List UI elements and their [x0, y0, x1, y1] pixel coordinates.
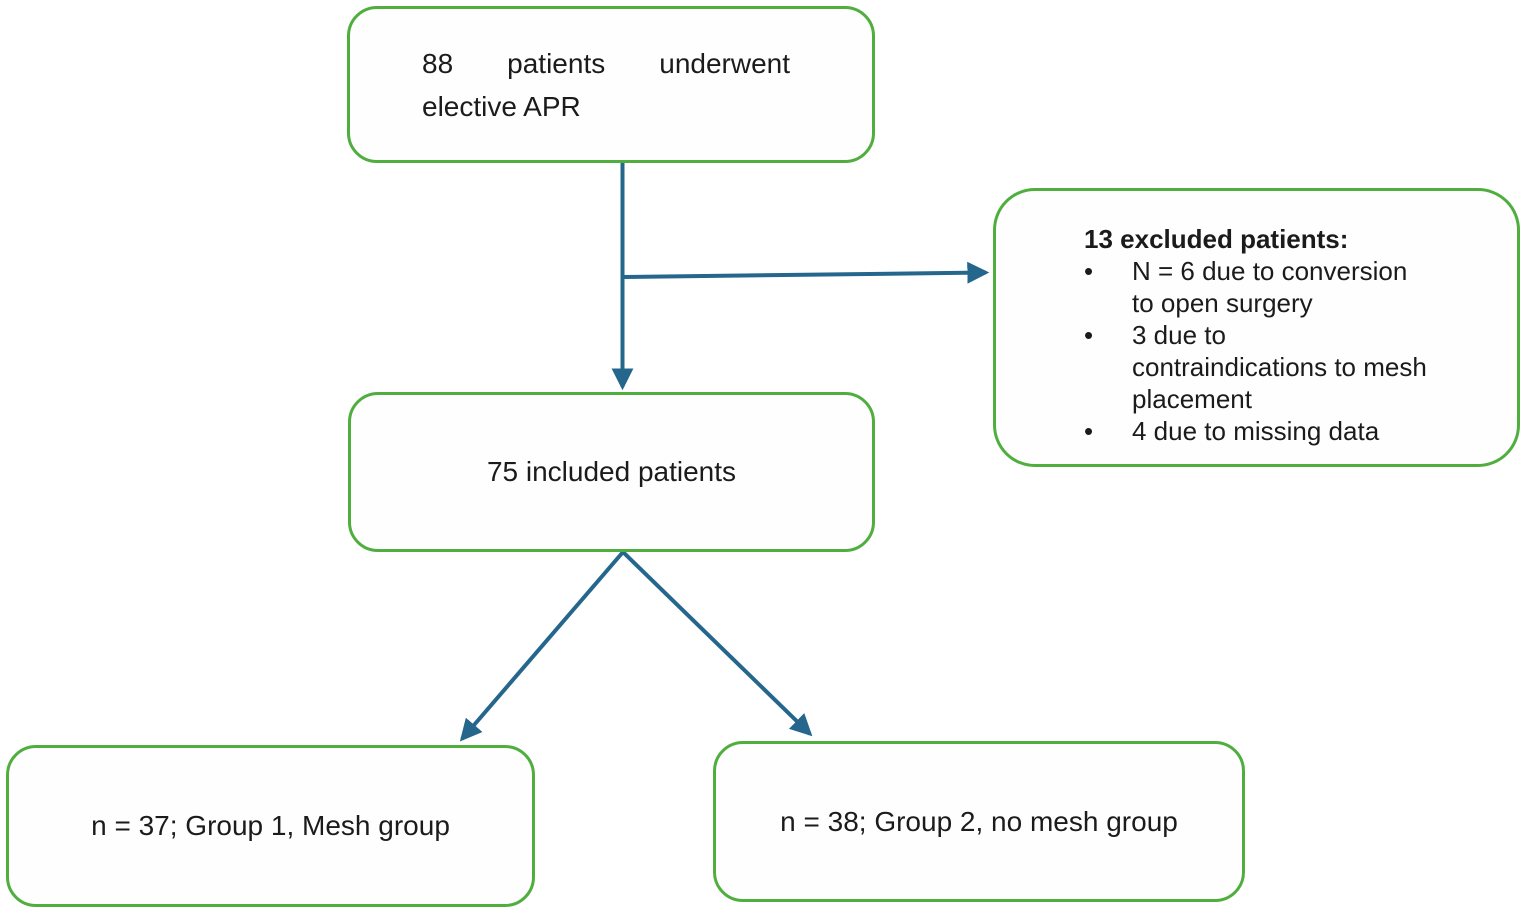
node-enrolled: 88 patients underwent elective APR	[347, 6, 875, 163]
excluded-bullet-text: 3 due to contraindications to mesh place…	[1132, 320, 1427, 414]
node-included-text: 75 included patients	[486, 456, 737, 487]
arrow-branch-to-excluded	[622, 261, 990, 284]
excluded-bullet-item: • 4 due to missing data	[1084, 415, 1487, 447]
node-group1-mesh: n = 37; Group 1, Mesh group	[6, 745, 535, 907]
node-enrolled-text: 88 patients underwent elective APR	[422, 47, 790, 122]
node-group2-no-mesh: n = 38; Group 2, no mesh group	[713, 741, 1245, 902]
excluded-bullet-text: N = 6 due to conversion to open surgery	[1132, 256, 1408, 318]
arrow-included-to-group1	[459, 550, 625, 742]
node-excluded: 13 excluded patients: • N = 6 due to con…	[993, 188, 1520, 467]
bullet-dot-icon: •	[1084, 256, 1094, 286]
excluded-bullet-item: • 3 due to contraindications to mesh pla…	[1084, 319, 1487, 415]
node-excluded-title: 13 excluded patients:	[1084, 224, 1349, 254]
arrow-included-to-group2	[621, 550, 813, 737]
excluded-bullet-item: • N = 6 due to conversion to open surger…	[1084, 255, 1487, 319]
bullet-dot-icon: •	[1084, 320, 1094, 350]
excluded-bullet-text: 4 due to missing data	[1132, 416, 1380, 446]
node-group2-text: n = 38; Group 2, no mesh group	[780, 805, 1178, 837]
bullet-dot-icon: •	[1084, 416, 1094, 446]
node-included: 75 included patients	[348, 392, 875, 552]
node-group1-text: n = 37; Group 1, Mesh group	[91, 810, 450, 841]
